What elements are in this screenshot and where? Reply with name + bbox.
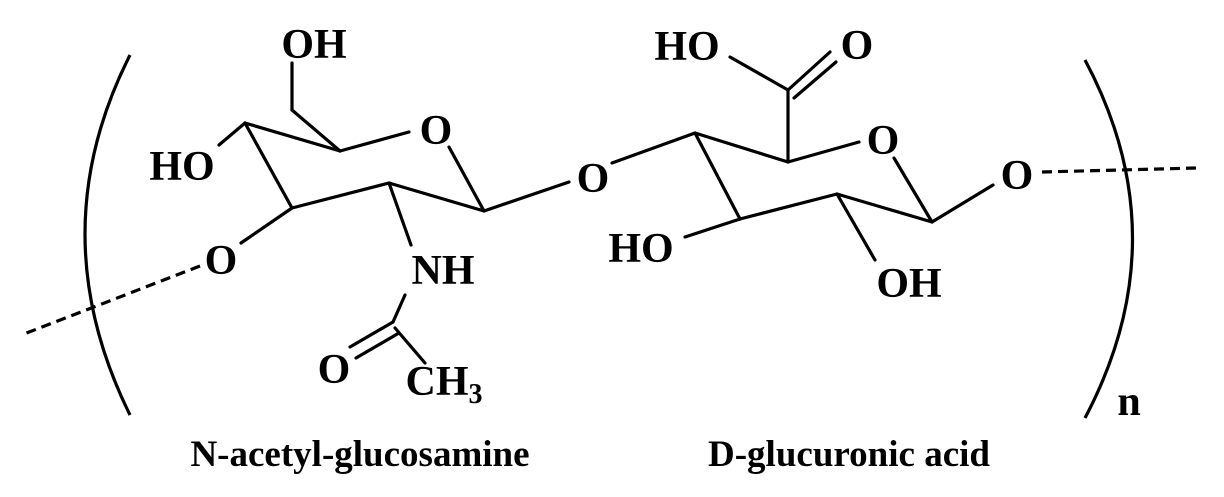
right-chain-continuation: [1041, 166, 1198, 174]
carbonyl-oxygen: O: [318, 347, 351, 393]
carboxyl-hydroxyl-label: HO: [654, 24, 719, 70]
glcnac-unit-label: N-acetyl-glucosamine: [190, 434, 529, 475]
glcnac-ring-oxygen: O: [420, 108, 453, 154]
c3-hydroxyl-label: HO: [608, 226, 673, 272]
carboxyl-oxygen: O: [841, 23, 874, 69]
ch2oh-label: OH: [281, 22, 346, 68]
repeat-subscript-n: n: [1117, 379, 1140, 425]
glcnac-link-oxygen: O: [205, 238, 238, 284]
c4-hydroxyl-label: HO: [149, 144, 214, 190]
right-parenthesis: [1083, 59, 1135, 419]
methyl-label: CH3: [406, 359, 483, 410]
glycosidic-oxygen: O: [577, 156, 610, 202]
glcnac-ring-bonds: [217, 61, 571, 365]
left-parenthesis: [83, 54, 132, 416]
glca-unit-label: D-glucuronic acid: [708, 434, 990, 475]
glca-link-oxygen: O: [1001, 153, 1034, 199]
glca-ring-oxygen: O: [867, 118, 900, 164]
left-chain-continuation: [23, 264, 201, 336]
c2-hydroxyl-label: OH: [876, 261, 941, 307]
amide-nh-label: NH: [412, 248, 475, 294]
glca-ring-bonds: [610, 50, 995, 262]
